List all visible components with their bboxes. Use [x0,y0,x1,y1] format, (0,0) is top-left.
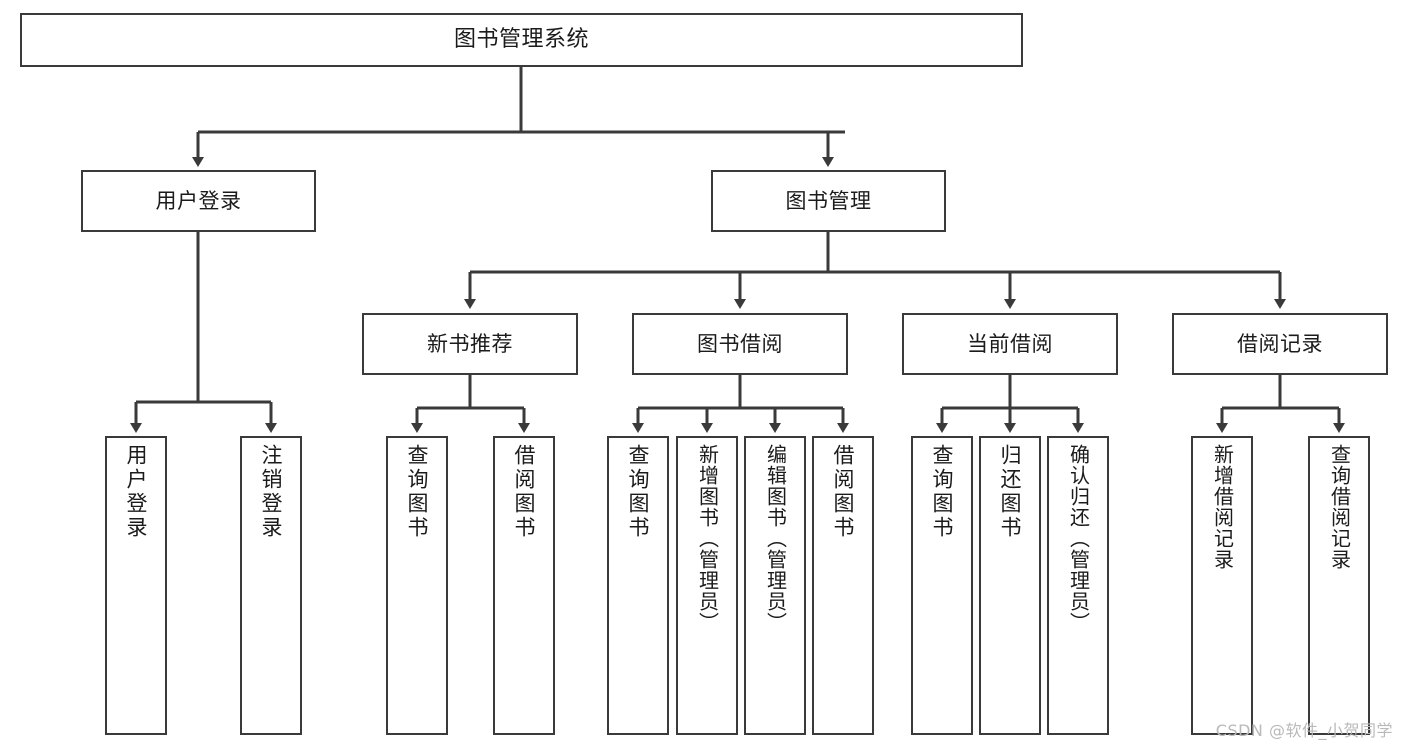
node-book-management[interactable]: 图书管理 [711,170,946,232]
node-label: 用户登录 [124,444,149,540]
leaf-borrow-book[interactable]: 借阅图书 [812,436,874,735]
leaf-return-book[interactable]: 归还图书 [979,436,1041,735]
node-label: 归还图书 [998,444,1023,540]
leaf-query-book-current[interactable]: 查询图书 [911,436,973,735]
node-label: 新增借阅记录 [1210,444,1235,570]
node-new-book-recommend[interactable]: 新书推荐 [362,313,578,375]
node-user-login[interactable]: 用户登录 [81,170,316,232]
node-label: 借阅图书 [831,444,856,540]
leaf-edit-book-admin[interactable]: 编辑图书（管理员） [744,436,806,735]
node-label: 新书推荐 [427,331,513,356]
node-label: 借阅图书 [512,444,537,540]
node-label: 图书管理系统 [453,27,589,53]
node-borrow-record[interactable]: 借阅记录 [1172,313,1388,375]
leaf-add-book-admin[interactable]: 新增图书（管理员） [676,436,738,735]
node-current-borrow[interactable]: 当前借阅 [902,313,1118,375]
leaf-user-login[interactable]: 用户登录 [105,436,167,735]
node-label: 当前借阅 [967,331,1053,356]
node-root-system[interactable]: 图书管理系统 [20,13,1023,67]
node-label: 图书借阅 [697,331,783,356]
node-label: 图书管理 [785,188,872,213]
node-label: 注销登录 [259,444,284,540]
node-label: 查询图书 [930,444,955,540]
csdn-watermark: CSDN @软件_小贺同学 [1215,721,1393,740]
leaf-add-borrow-record[interactable]: 新增借阅记录 [1191,436,1253,735]
node-label: 新增图书（管理员） [695,444,720,633]
node-label: 用户登录 [155,188,242,213]
node-label: 借阅记录 [1237,331,1323,356]
leaf-borrow-book-new[interactable]: 借阅图书 [493,436,555,735]
node-label: 查询借阅记录 [1327,444,1352,570]
node-book-borrow[interactable]: 图书借阅 [632,313,848,375]
leaf-query-book[interactable]: 查询图书 [607,436,669,735]
node-label: 查询图书 [405,444,430,540]
node-label: 编辑图书（管理员） [763,444,788,633]
node-label: 查询图书 [626,444,651,540]
leaf-user-logout[interactable]: 注销登录 [240,436,302,735]
leaf-query-borrow-record[interactable]: 查询借阅记录 [1308,436,1370,735]
leaf-query-book-new[interactable]: 查询图书 [386,436,448,735]
node-label: 确认归还（管理员） [1066,444,1091,633]
leaf-confirm-return-admin[interactable]: 确认归还（管理员） [1047,436,1109,735]
